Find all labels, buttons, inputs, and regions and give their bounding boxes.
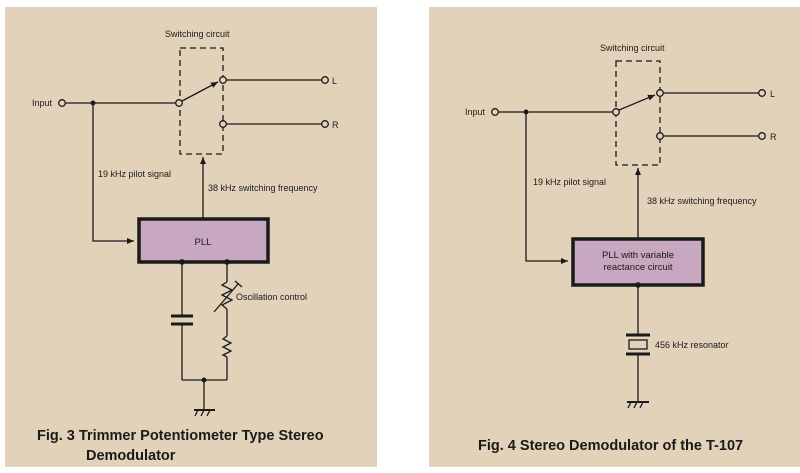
fig4-switch-pivot — [612, 108, 620, 116]
fig3-pot-adjust-tee — [234, 280, 243, 288]
fig3-l-terminal — [321, 76, 329, 84]
fig4-input-label: Input — [465, 107, 486, 117]
fig3-switch-contact-l — [219, 76, 227, 84]
fig3-switch-contact-r — [219, 120, 227, 128]
fig3-pll-block — [137, 217, 270, 264]
fig4-diagram: Switching circuit Input L R 19 kHz pilot… — [465, 43, 777, 454]
fig4-switch-arm — [618, 94, 656, 111]
fig4-resonator-label: 456 kHz resonator — [655, 340, 729, 350]
fig4-switch-freq-label: 38 kHz switching frequency — [647, 196, 757, 206]
fig4-r-label: R — [770, 132, 777, 142]
fig4-resonator-icon — [626, 333, 650, 356]
fig3-r-label: R — [332, 120, 339, 130]
fig3-pilot-wire — [92, 103, 134, 244]
fig3-caption-line2: Demodulator — [86, 448, 176, 464]
fig4-panel — [429, 7, 800, 467]
fig3-osc-label: Oscillation control — [236, 292, 307, 302]
fig3-switching-circuit-box — [179, 47, 224, 155]
fig3-trimmer-pot-icon — [220, 281, 234, 310]
fig3-ground-icon — [194, 409, 215, 417]
fig4-pilot-label: 19 kHz pilot signal — [533, 177, 606, 187]
fig4-pilot-wire — [525, 112, 568, 264]
fig4-ground-icon — [627, 401, 649, 409]
fig3-input-label: Input — [32, 98, 53, 108]
fig3-diagram: Switching circuit Input L R 19 kHz pilot… — [32, 29, 339, 464]
fig3-pll-label: PLL — [195, 237, 212, 248]
fig4-pll-label-line1: PLL with variable — [602, 250, 674, 261]
fig4-switching-circuit-box — [615, 60, 661, 166]
fig4-caption: Fig. 4 Stereo Demodulator of the T-107 — [478, 438, 743, 454]
fig4-input-terminal — [491, 108, 499, 116]
fig4-switch-contact-l — [656, 89, 664, 97]
fig4-l-terminal — [758, 89, 766, 97]
fig3-switch-pivot — [175, 99, 183, 107]
fig4-switch-contact-r — [656, 132, 664, 140]
fig3-pot-adjust-arrow — [213, 283, 239, 313]
fig3-r-terminal — [321, 120, 329, 128]
fig3-resistor-icon — [221, 335, 233, 358]
fig3-caption-line1: Fig. 3 Trimmer Potentiometer Type Stereo — [37, 428, 324, 444]
fig3-input-terminal — [58, 99, 66, 107]
fig3-switch-freq-label: 38 kHz switching frequency — [208, 183, 318, 193]
fig4-l-label: L — [770, 89, 775, 99]
fig3-l-label: L — [332, 76, 337, 86]
fig4-r-terminal — [758, 132, 766, 140]
fig4-pll-block — [571, 237, 705, 287]
fig3-pilot-label: 19 kHz pilot signal — [98, 169, 171, 179]
fig4-pll-label-line2: reactance circuit — [603, 262, 673, 273]
fig3-switch-arm — [181, 81, 219, 102]
fig4-switch-label: Switching circuit — [600, 43, 665, 53]
fig3-switch-label: Switching circuit — [165, 29, 230, 39]
